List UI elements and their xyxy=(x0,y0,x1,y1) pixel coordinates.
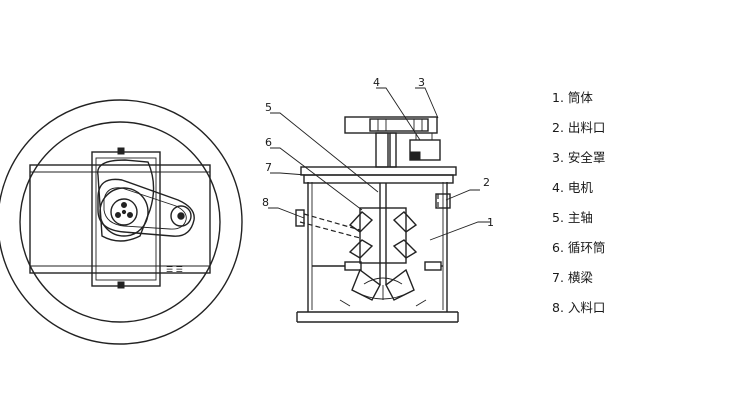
callout-1: 1 xyxy=(487,216,494,229)
legend: 1. 筒体 2. 出料口 3. 安全罩 4. 电机 5. 主轴 6. 循环筒 7… xyxy=(552,90,605,315)
legend-item-3: 3. 安全罩 xyxy=(552,150,605,165)
inlet-pipe xyxy=(299,221,361,239)
circulation-cylinder xyxy=(359,207,407,264)
leader-lines xyxy=(268,87,490,241)
large-pulley xyxy=(99,187,149,237)
outlet xyxy=(435,193,451,209)
callout-7: 7 xyxy=(265,161,272,174)
callout-3: 3 xyxy=(418,76,425,89)
drive-belt xyxy=(97,178,195,237)
top-view: ☰ ☰ xyxy=(0,99,243,345)
legend-item-5: 5. 主轴 xyxy=(552,210,593,225)
pulley-hub xyxy=(110,198,138,226)
top-crossbeam xyxy=(300,166,457,176)
callout-4: 4 xyxy=(373,76,380,89)
crossbeam-frame xyxy=(29,164,211,274)
svg-text:☰ ☰: ☰ ☰ xyxy=(166,265,183,274)
tank-outer-circle xyxy=(0,99,243,345)
legend-item-8: 8. 入料口 xyxy=(552,300,605,315)
legend-item-1: 1. 筒体 xyxy=(552,90,593,105)
mounting-plate xyxy=(91,151,161,287)
callout-2: 2 xyxy=(483,176,490,189)
callout-5: 5 xyxy=(265,101,272,114)
tank-inner-circle xyxy=(19,121,221,323)
callout-8: 8 xyxy=(262,196,269,209)
side-view xyxy=(295,116,459,323)
motor-body xyxy=(409,139,441,161)
motor-pulley xyxy=(170,205,192,227)
legend-item-4: 4. 电机 xyxy=(552,180,593,195)
bottom-impeller xyxy=(351,268,381,301)
legend-item-6: 6. 循环筒 xyxy=(552,240,605,255)
legend-item-2: 2. 出料口 xyxy=(552,120,605,135)
gearbox-housing xyxy=(97,159,155,242)
legend-item-7: 7. 横梁 xyxy=(552,270,593,285)
callout-6: 6 xyxy=(265,136,272,149)
